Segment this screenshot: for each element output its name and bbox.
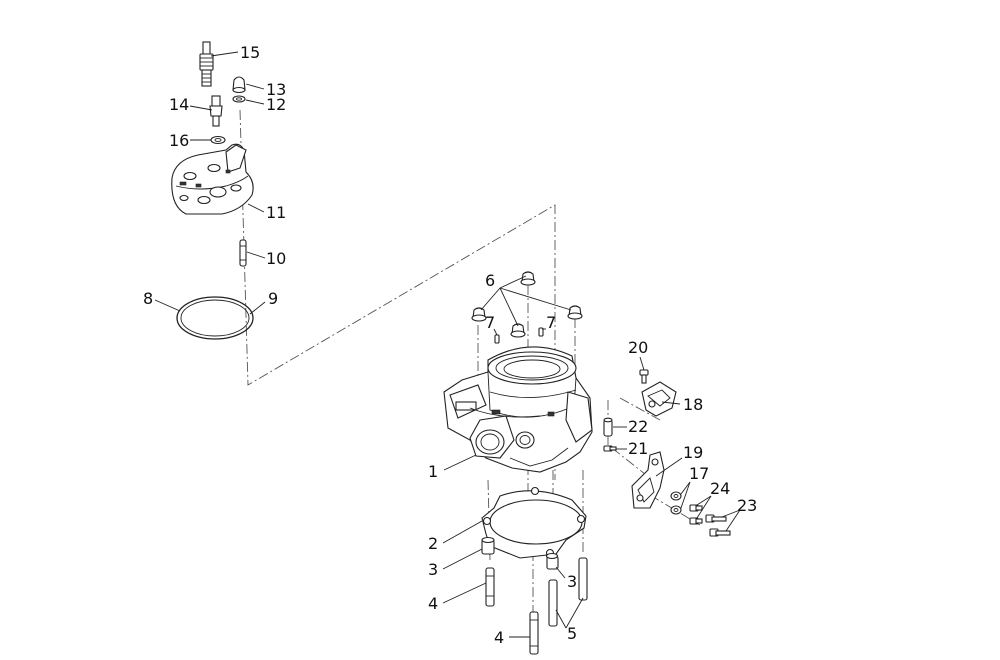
callout-14: 14: [169, 95, 189, 114]
cylinder-head: [171, 143, 254, 215]
callout-21: 21: [628, 439, 648, 458]
callout-12: 12: [266, 95, 286, 114]
cylinder-studs: [485, 557, 588, 655]
stud: [239, 239, 247, 267]
seal-ring: [210, 135, 226, 145]
callout-8: 8: [143, 289, 153, 308]
exhaust-valve-actuator: [641, 381, 677, 417]
callout-labels: 15 13 12 14 16 11 10 8 9 6 7 7 20 18 22 …: [143, 43, 757, 647]
callout-10: 10: [266, 249, 286, 268]
callout-6: 6: [485, 271, 495, 290]
callout-4-left: 4: [428, 594, 438, 613]
temperature-sensor: [209, 95, 223, 127]
cover-screws-long: [705, 514, 731, 537]
assembly-axes: [239, 109, 701, 615]
callout-5: 5: [567, 624, 577, 643]
callout-16: 16: [169, 131, 189, 150]
callout-15: 15: [240, 43, 260, 62]
callout-17: 17: [689, 464, 709, 483]
head-gasket-rings: [176, 296, 254, 340]
valve-cover: [631, 451, 665, 509]
callout-19: 19: [683, 443, 703, 462]
actuator-screw: [639, 369, 649, 384]
callout-22: 22: [628, 417, 648, 436]
o-rings: [670, 491, 682, 515]
callout-2: 2: [428, 534, 438, 553]
callout-18: 18: [683, 395, 703, 414]
dowel-pins: [494, 327, 544, 344]
callout-9: 9: [268, 289, 278, 308]
callout-3-right: 3: [567, 572, 577, 591]
small-screw: [603, 445, 617, 452]
valve-pin: [603, 417, 613, 437]
callout-11: 11: [266, 203, 286, 222]
leader-lines: [154, 51, 741, 638]
spark-plug: [199, 41, 214, 87]
callout-24: 24: [710, 479, 730, 498]
callout-13: 13: [266, 80, 286, 99]
callout-23: 23: [737, 496, 757, 515]
flange-nuts: [471, 271, 583, 338]
callout-7-right: 7: [546, 313, 556, 332]
cylinder: [443, 346, 593, 473]
bushings: [481, 536, 559, 570]
callout-1: 1: [428, 462, 438, 481]
cover-screws-short: [689, 504, 703, 525]
callout-3-left: 3: [428, 560, 438, 579]
callout-4-bottom: 4: [494, 628, 504, 647]
base-gasket: [481, 486, 587, 559]
cap-nut: [232, 76, 246, 94]
callout-20: 20: [628, 338, 648, 357]
washer: [232, 95, 246, 103]
callout-7-left: 7: [485, 313, 495, 332]
